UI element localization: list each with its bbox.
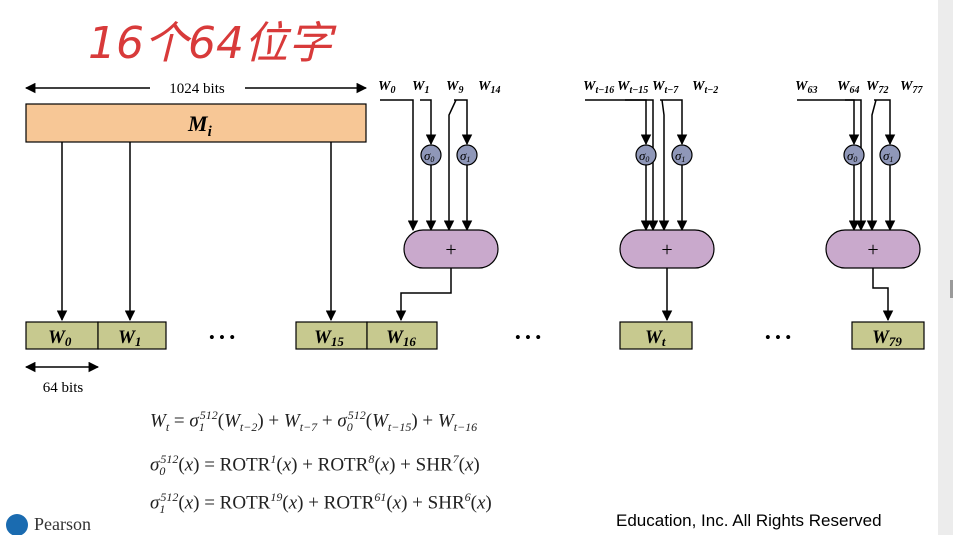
input-arrow-1-3: [443, 99, 457, 232]
input-label-1-4: W14: [478, 79, 500, 96]
slide-edge: [938, 0, 953, 535]
input-label-2-3: Wt−7: [652, 79, 679, 96]
message-block: [25, 103, 367, 143]
input-label-3-1: W63: [795, 79, 817, 96]
word-label-w16: W16: [386, 327, 416, 349]
input-label-3-3: W72: [866, 79, 888, 96]
slide-edge-mark: [950, 280, 953, 298]
word-box-wt: [619, 321, 693, 350]
adder-plus-2: +: [661, 239, 672, 261]
sigma-in-arrow-3-1: [845, 99, 860, 146]
word-row: W0 W1 • • • W15 W16 • • • Wt • • • W79: [25, 321, 925, 350]
ellipsis-1: • • •: [209, 328, 235, 347]
word-label-w1: W1: [118, 327, 141, 349]
ellipsis-2: • • •: [515, 328, 541, 347]
sigma-in-arrow-1-2: [454, 99, 473, 146]
input-arrow-2-3: [658, 99, 670, 232]
sigma0-label-2: σ0: [639, 148, 649, 164]
sigma0-label-1: σ0: [424, 148, 434, 164]
sigma-in-arrow-3-2: [874, 99, 896, 146]
input-label-2-4: Wt−2: [692, 79, 718, 96]
sigma1-label-1: σ1: [460, 148, 470, 164]
pearson-logo-icon: [6, 514, 28, 535]
bits-1024-label: 1024 bits: [169, 81, 225, 97]
word-box-w1: [97, 321, 167, 350]
adder-plus-1: +: [445, 239, 456, 261]
input-arrow-3-1: [797, 99, 867, 232]
adder-out-arrow-1: [395, 268, 452, 322]
adder-out-arrow-3: [872, 268, 894, 322]
ellipsis-3: • • •: [765, 328, 791, 347]
bits-64-label: 64 bits: [43, 380, 84, 396]
sigma1-label-3: σ1: [883, 148, 893, 164]
adder-plus-3: +: [867, 239, 878, 261]
input-arrow-3-3: [866, 99, 878, 232]
sigma-in-arrow-2-1: [625, 99, 652, 146]
input-label-2-2: Wt−15: [617, 79, 648, 96]
sigma-in-arrow-1-1: [420, 99, 437, 146]
sigma0-label-3: σ0: [847, 148, 857, 164]
sigma1-label-2: σ1: [675, 148, 685, 164]
sigma-in-arrow-2-2: [660, 99, 688, 146]
word-label-w0: W0: [48, 327, 72, 349]
word-box-w0: [25, 321, 99, 350]
computation-group-1: W0 W1 W9 W14 σ0 σ1 +: [378, 79, 500, 322]
word-box-w15: [295, 321, 368, 350]
equation-sigma1: σ1512(x) = ROTR19(x) + ROTR61(x) + SHR6(…: [150, 490, 492, 517]
word-box-w79: [851, 321, 925, 350]
input-label-2-1: Wt−16: [583, 79, 614, 96]
equation-sigma0: σ0512(x) = ROTR1(x) + ROTR8(x) + SHR7(x): [150, 452, 480, 479]
input-label-1-3: W9: [446, 79, 463, 96]
message-block-label: Mi: [187, 111, 213, 140]
input-label-3-2: W64: [837, 79, 859, 96]
copyright-footer: Education, Inc. All Rights Reserved: [616, 511, 882, 530]
computation-group-3: W63 W64 W72 W77 σ0 σ1 +: [795, 79, 923, 322]
equation-wt: Wt = σ1512(Wt−2) + Wt−7 + σ0512(Wt−15) +…: [150, 408, 478, 435]
word-label-wt: Wt: [645, 327, 666, 349]
pearson-logo: Pearson: [6, 512, 126, 535]
input-label-1-1: W0: [378, 79, 395, 96]
input-label-3-4: W77: [900, 79, 923, 96]
input-arrow-1-1: [380, 99, 419, 232]
pearson-logo-text: Pearson: [34, 514, 91, 534]
word-label-w15: W15: [314, 327, 344, 349]
word-box-w16: [366, 321, 438, 350]
handwritten-note: 16个64位字: [88, 18, 337, 69]
word-label-w79: W79: [872, 327, 902, 349]
input-arrow-2-1: [585, 99, 659, 232]
input-label-1-2: W1: [412, 79, 429, 96]
